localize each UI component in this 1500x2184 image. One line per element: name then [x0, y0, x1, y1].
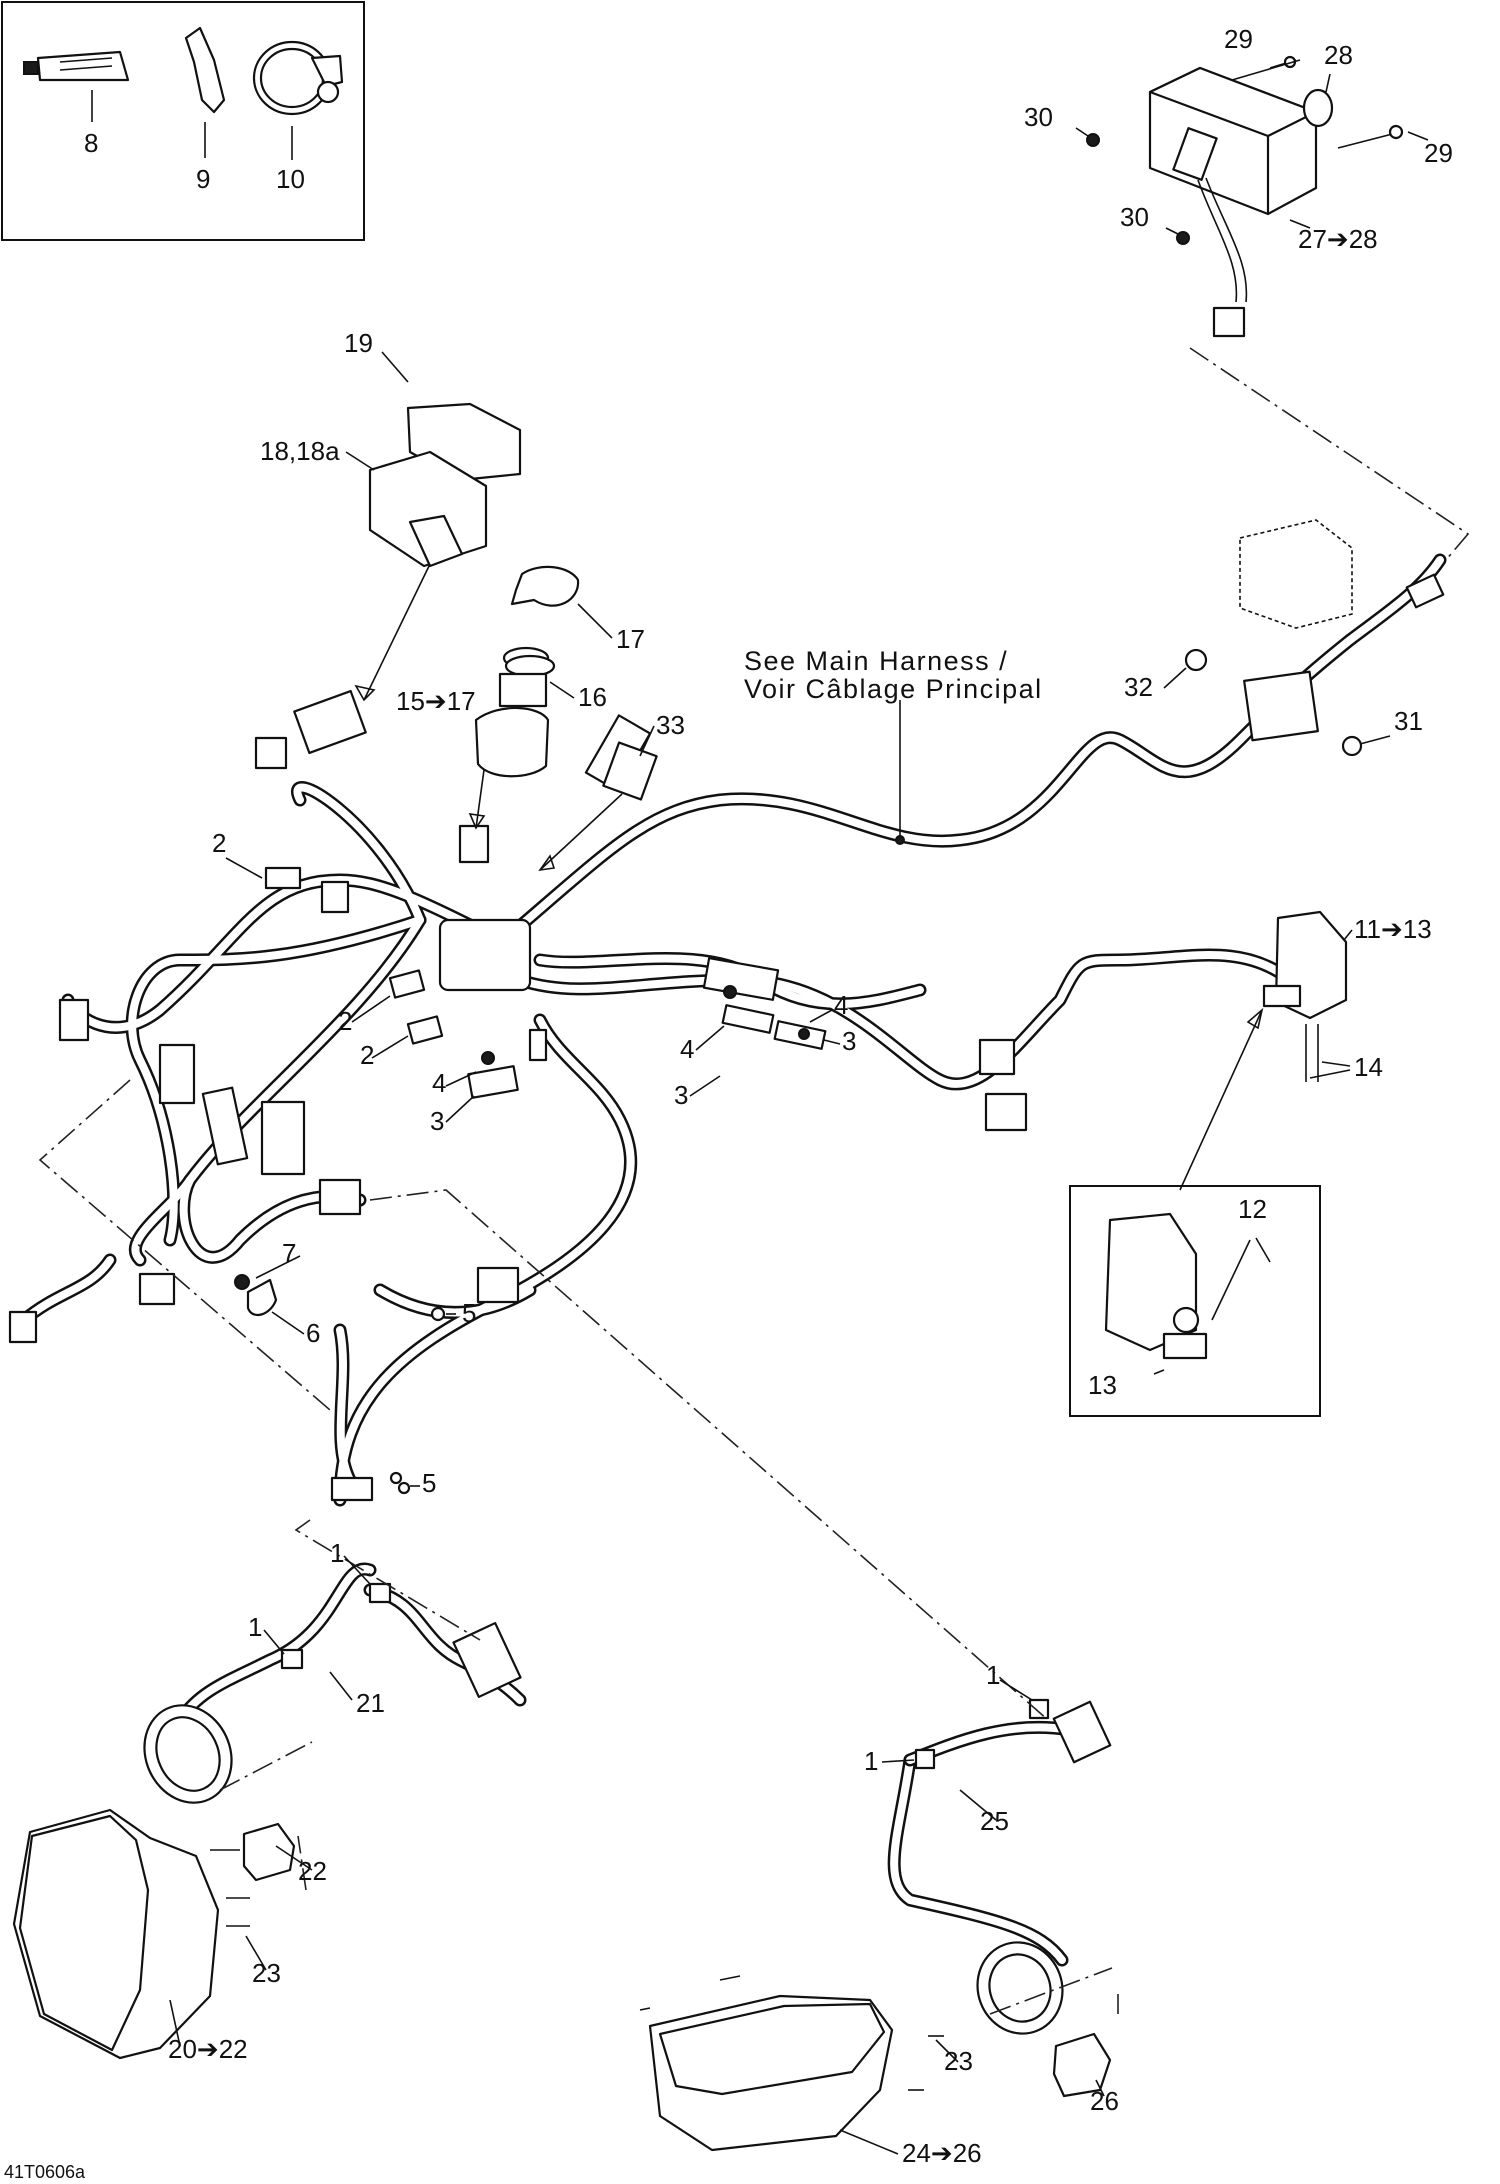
callout-27: 27➔28 — [1298, 224, 1378, 254]
callout-4-center: 4 — [432, 1068, 446, 1098]
left-headlight — [12, 1562, 527, 2060]
callout-13: 13 — [1088, 1370, 1117, 1400]
callout-2-top: 2 — [212, 828, 226, 858]
callout-8: 8 — [84, 128, 98, 158]
see-main-harness-note: See Main Harness / — [744, 646, 1008, 676]
callout-31: 31 — [1394, 706, 1423, 736]
image-code: 41T0606a — [4, 2162, 86, 2182]
callout-6: 6 — [306, 1318, 320, 1348]
callout-3-center: 3 — [430, 1106, 444, 1136]
ignition-switch — [468, 565, 580, 830]
callout-5-lower: 5 — [422, 1468, 436, 1498]
callout-20: 20➔22 — [168, 2034, 248, 2064]
callout-3-right: 3 — [842, 1026, 856, 1056]
callout-1-right-top: 1 — [986, 1660, 1000, 1690]
callout-10: 10 — [276, 164, 305, 194]
harness-connectors — [8, 689, 1028, 1502]
mount-brackets — [234, 866, 827, 1495]
right-headlight-dash-link — [989, 1967, 1119, 2015]
accessory-inset-box — [1, 1, 365, 241]
callout-19: 19 — [344, 328, 373, 358]
callout-leaders — [169, 351, 1353, 2155]
voir-cablage-note: Voir Câblage Principal — [744, 674, 1043, 704]
callout-28: 28 — [1324, 40, 1353, 70]
callout-24: 24➔26 — [902, 2138, 982, 2168]
callout-23-right: 23 — [944, 2046, 973, 2076]
switch-detail-inset — [1069, 1185, 1321, 1417]
callout-2-low: 2 — [360, 1040, 374, 1070]
taillight-dash-link — [1189, 347, 1470, 575]
callout-33: 33 — [656, 710, 685, 740]
callout-9: 9 — [196, 164, 210, 194]
callout-29-right: 29 — [1424, 138, 1453, 168]
callout-labels: See Main Harness / Voir Câblage Principa… — [4, 24, 1453, 2182]
callout-1-right-mid: 1 — [864, 1746, 878, 1776]
callout-11: 11➔13 — [1354, 914, 1432, 944]
main-harness — [17, 553, 1447, 1507]
callout-30-top: 30 — [1024, 102, 1053, 132]
callout-1-left: 1 — [248, 1612, 262, 1642]
callout-23-left: 23 — [252, 1958, 281, 1988]
callout-30-bottom: 30 — [1120, 202, 1149, 232]
callout-21: 21 — [356, 1688, 385, 1718]
callout-1-top: 1 — [330, 1538, 344, 1568]
handlebar-switch — [1179, 910, 1348, 1191]
callout-32: 32 — [1124, 672, 1153, 702]
callout-4-right: 4 — [834, 990, 848, 1020]
callout-14: 14 — [1354, 1052, 1383, 1082]
taillight-assembly — [1075, 55, 1429, 338]
dash-guide-lines — [38, 1079, 1049, 1721]
callout-2-mid: 2 — [338, 1006, 352, 1036]
callout-15: 15➔17 — [396, 686, 476, 716]
callout-22: 22 — [298, 1856, 327, 1886]
accessory-socket — [538, 741, 658, 872]
grease-tube-part — [23, 50, 130, 122]
fuse-block — [1184, 519, 1445, 757]
callout-12: 12 — [1238, 1194, 1267, 1224]
callout-5-upper: 5 — [462, 1298, 476, 1328]
clamp-part — [252, 40, 344, 160]
callout-26: 26 — [1090, 2086, 1119, 2116]
callout-16: 16 — [578, 682, 607, 712]
gauge-assembly — [354, 402, 522, 702]
callout-29-top: 29 — [1224, 24, 1253, 54]
callout-3-left: 3 — [674, 1080, 688, 1110]
callout-17: 17 — [616, 624, 645, 654]
left-headlight-dash-link — [219, 1741, 313, 1891]
callout-18: 18,18a — [260, 436, 340, 466]
right-headlight — [639, 1698, 1112, 2152]
cable-tie-part — [184, 26, 226, 158]
callout-7: 7 — [282, 1238, 296, 1268]
callout-4-left: 4 — [680, 1034, 694, 1064]
